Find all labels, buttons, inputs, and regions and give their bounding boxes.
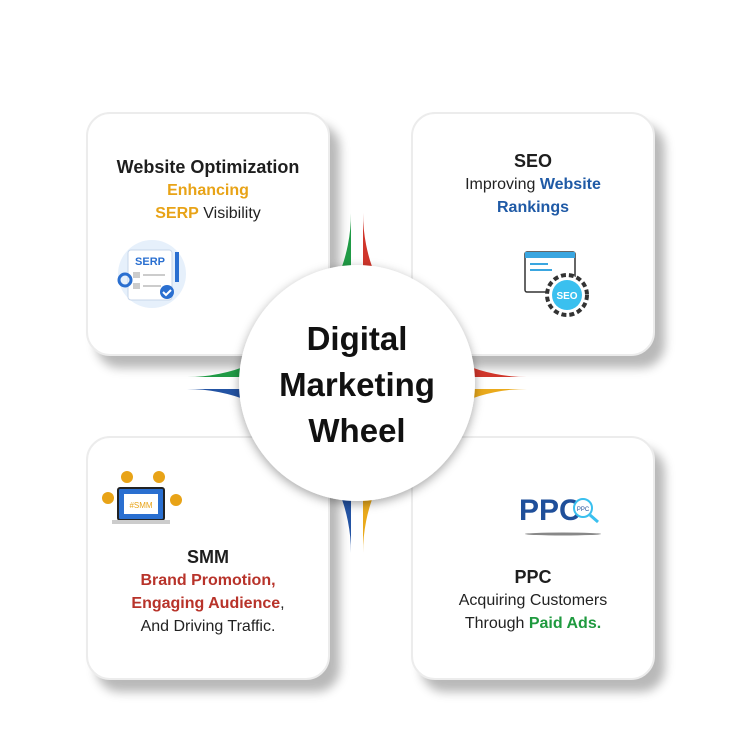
- serp-icon: SERP: [117, 240, 186, 308]
- through-text: Through: [464, 615, 529, 632]
- improving-text: Improving: [465, 176, 540, 193]
- paid-ads-text: Paid Ads.: [528, 615, 602, 632]
- wheel-title-line: Wheel: [308, 412, 406, 449]
- visibility-text: Visibility: [198, 205, 261, 222]
- smm-icon: #SMM: [102, 471, 182, 524]
- svg-text:PPC: PPC: [519, 494, 581, 527]
- engaging-audience-text: Engaging Audience: [131, 595, 281, 612]
- svg-text:PPC: PPC: [577, 507, 590, 513]
- ppc-icon: PPC PPC: [519, 494, 601, 536]
- rankings-text: Rankings: [496, 199, 569, 216]
- card-title: Website Optimization: [116, 157, 300, 177]
- card-title: PPC: [514, 567, 552, 587]
- card-smm: #SMM SMM Brand Promotion, Engaging Audie…: [86, 436, 330, 680]
- svg-text:SERP: SERP: [135, 256, 165, 268]
- comma: ,: [280, 595, 285, 612]
- card-subtitle: Enhancing: [167, 182, 249, 199]
- wheel-center-circle: [239, 265, 475, 501]
- svg-text:#SMM: #SMM: [129, 501, 152, 510]
- wheel-title: Digital Marketing Wheel: [257, 316, 457, 454]
- card-title: SEO: [513, 151, 552, 171]
- card-ppc: PPC PPC PPC Acquiring Customers Through …: [411, 436, 655, 680]
- wheel-title-line: Marketing: [279, 366, 435, 403]
- acquiring-customers-text: Acquiring Customers: [458, 592, 608, 609]
- driving-traffic-text: And Driving Traffic.: [140, 618, 276, 635]
- serp-text: SERP: [155, 205, 199, 222]
- brand-promotion-text: Brand Promotion,: [140, 572, 276, 589]
- website-text: Website: [539, 176, 601, 193]
- seo-gear-icon: SEO: [524, 251, 589, 317]
- svg-text:SEO: SEO: [556, 291, 577, 302]
- wheel-title-line: Digital: [306, 320, 408, 357]
- card-title: SMM: [187, 547, 229, 567]
- card-website-optimization: Website Optimization Enhancing SERP Visi…: [86, 112, 330, 356]
